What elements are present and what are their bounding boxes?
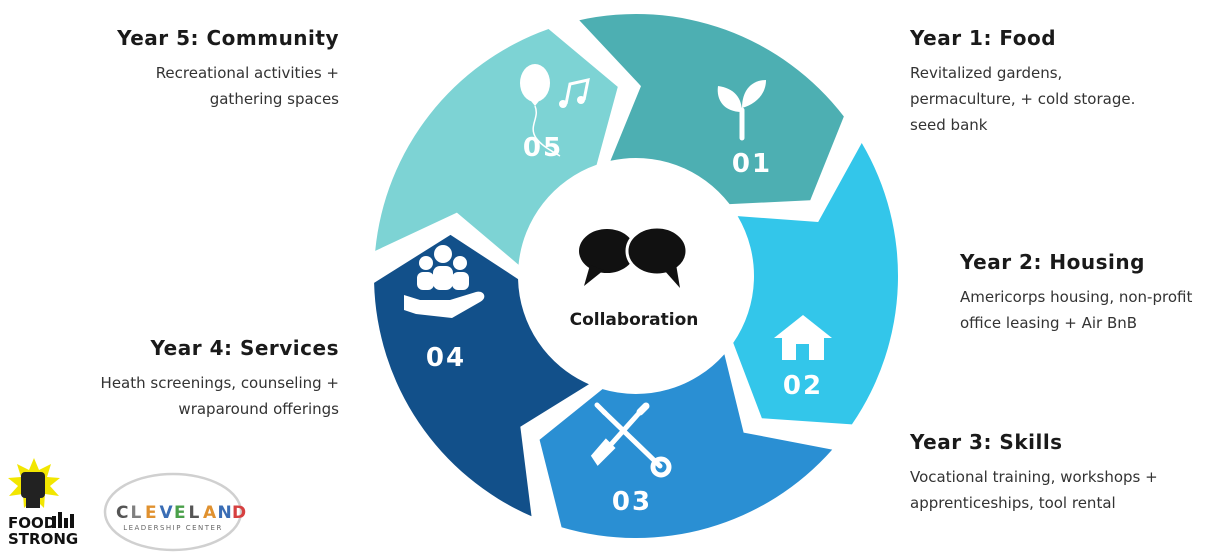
step-4-desc-line: wraparound offerings	[178, 400, 339, 418]
step-1-desc-line: seed bank	[910, 116, 988, 134]
step-3-desc-line: Vocational training, workshops +	[910, 468, 1158, 486]
step-4-title: Year 4: Services	[150, 336, 339, 360]
cleveland-letter: V	[160, 503, 174, 523]
step-5-title: Year 5: Community	[117, 26, 339, 50]
step-5-text: Year 5: Community Recreational activitie…	[117, 26, 339, 112]
cycle-segment-03	[539, 354, 833, 538]
cleveland-letter: A	[203, 503, 217, 523]
cleveland-letter: E	[174, 503, 186, 523]
step-1-desc-line: permaculture, + cold storage.	[910, 90, 1136, 108]
step-4-desc: Heath screenings, counseling + wraparoun…	[101, 370, 339, 422]
step-5-desc-line: gathering spaces	[209, 90, 339, 108]
cleveland-letter: L	[131, 503, 142, 523]
step-number-02: 02	[783, 371, 823, 401]
cycle-segment-01	[579, 14, 844, 205]
balloon-music-icon	[520, 64, 590, 157]
cleveland-letter: N	[218, 503, 232, 523]
step-5-desc: Recreational activities + gathering spac…	[117, 60, 339, 112]
center-circle	[520, 160, 752, 392]
cycle-segment-05	[375, 29, 618, 265]
step-2-text: Year 2: Housing Americorps housing, non-…	[960, 250, 1192, 336]
step-1-text: Year 1: Food Revitalized gardens, permac…	[910, 26, 1135, 138]
cleveland-letter: C	[116, 503, 128, 523]
foodstrong-logo: FOOD STRONG	[8, 458, 78, 548]
wrench-screwdriver-icon	[590, 402, 672, 478]
step-4-text: Year 4: Services Heath screenings, couns…	[101, 336, 339, 422]
foodstrong-line1: FOOD	[8, 514, 56, 532]
step-2-title: Year 2: Housing	[960, 250, 1145, 274]
step-1-desc: Revitalized gardens, permaculture, + col…	[910, 60, 1135, 138]
step-3-desc-line: apprenticeships, tool rental	[910, 494, 1116, 512]
step-number-01: 01	[732, 149, 772, 179]
step-number-03: 03	[612, 487, 652, 517]
foodstrong-line2: STRONG	[8, 530, 78, 548]
step-1-desc-line: Revitalized gardens,	[910, 64, 1063, 82]
house-icon	[774, 315, 832, 360]
step-number-05: 05	[523, 133, 563, 163]
cleveland-letter: L	[189, 503, 200, 523]
step-2-desc: Americorps housing, non-profit office le…	[960, 284, 1192, 336]
cleveland-subtitle: LEADERSHIP CENTER	[123, 524, 223, 532]
fist-sun-logo	[8, 458, 60, 508]
step-2-desc-line: office leasing + Air BnB	[960, 314, 1138, 332]
step-number-04: 04	[426, 343, 466, 373]
step-1-title: Year 1: Food	[910, 26, 1057, 50]
speech-bubbles-icon	[579, 225, 689, 288]
step-5-desc-line: Recreational activities +	[155, 64, 339, 82]
step-3-text: Year 3: Skills Vocational training, work…	[910, 430, 1158, 516]
step-2-desc-line: Americorps housing, non-profit	[960, 288, 1193, 306]
people-hand-icon	[404, 245, 485, 318]
step-4-desc-line: Heath screenings, counseling +	[100, 374, 339, 392]
step-3-title: Year 3: Skills	[910, 430, 1063, 454]
center-label: Collaboration	[570, 310, 699, 330]
step-3-desc: Vocational training, workshops + apprent…	[910, 464, 1158, 516]
cycle-segment-02	[733, 143, 899, 425]
cleveland-letter: E	[145, 503, 157, 523]
cleveland-letter: D	[232, 503, 246, 523]
sprout-icon	[717, 80, 766, 141]
